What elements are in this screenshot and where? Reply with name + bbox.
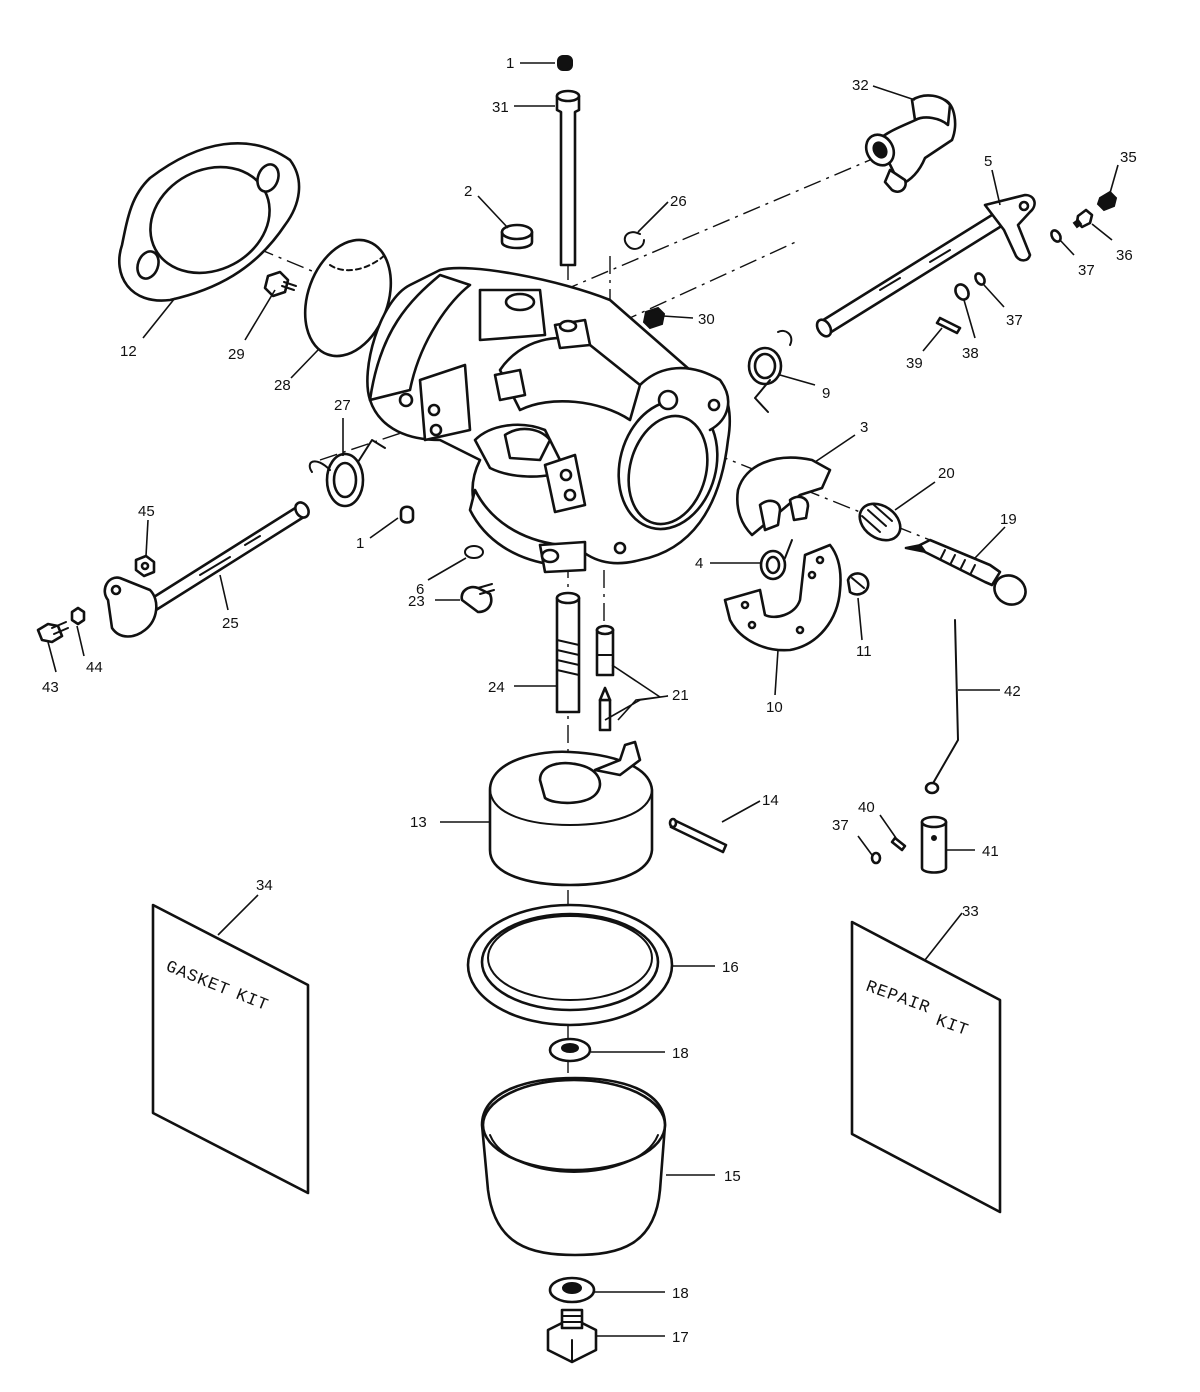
callout-33: 33 [962,903,979,920]
choke-link [924,619,959,795]
callout-43: 43 [42,679,59,696]
callout-41: 41 [982,843,999,860]
callout-42: 42 [1004,683,1021,700]
leader-lines [47,62,1119,1337]
callout-9: 9 [822,385,830,402]
spring-9 [747,329,793,413]
clip-6 [464,545,484,559]
callout-39: 39 [906,355,923,372]
callout-37-mid: 37 [1006,312,1023,329]
callout-37-lower: 37 [832,817,849,834]
washer-18-lower [548,1276,596,1304]
throttle-shaft [103,501,310,638]
callout-30: 30 [698,311,715,328]
washer-18-upper [548,1037,592,1063]
callout-16: 16 [722,959,739,976]
callout-38: 38 [962,345,979,362]
callout-45: 45 [138,503,155,520]
gasket-kit-card: GASKET KIT [151,903,310,1195]
screw-35 [1096,190,1118,212]
bushing-41 [920,815,948,874]
nut-45 [134,554,156,578]
screw-29 [263,270,297,298]
inlet-valve [595,624,615,732]
callout-19: 19 [1000,511,1017,528]
callout-18-upper: 18 [672,1045,689,1062]
callout-4: 4 [695,555,703,572]
callout-28: 28 [274,377,291,394]
screw-43 [36,621,69,644]
callout-labels: 1 1 2 3 4 5 6 9 10 11 12 13 14 15 16 17 … [42,55,1137,1346]
float [488,740,654,887]
bowl-nut [546,1308,598,1364]
screw-30 [642,306,666,330]
callout-11: 11 [856,643,872,660]
callout-32: 32 [852,77,869,94]
float-pin [668,817,728,854]
callout-10: 10 [766,699,783,716]
callout-36: 36 [1116,247,1133,264]
callout-13: 13 [410,814,427,831]
callout-15: 15 [724,1168,741,1185]
plug-top [557,55,573,71]
main-nozzle [555,591,581,714]
callout-1-lower: 1 [356,535,364,552]
spring-4 [759,539,793,581]
callout-23: 23 [408,593,425,610]
flange-gasket [117,142,301,302]
spring-27 [308,439,386,508]
washer-37b [974,272,986,286]
callout-27: 27 [334,397,351,414]
clip-26 [623,231,645,250]
welch-plug [500,223,534,250]
callout-1-top: 1 [506,55,514,72]
pin-39 [935,316,962,335]
washer-38 [954,283,970,301]
bowl-gasket [466,903,674,1027]
washer-37a [1050,229,1062,243]
callout-17: 17 [672,1329,689,1346]
callout-6: 6 [416,581,424,598]
callout-34: 34 [256,877,273,894]
callout-20: 20 [938,465,955,482]
callout-29: 29 [228,346,245,363]
float-bowl [480,1076,667,1257]
callout-24: 24 [488,679,505,696]
idle-needle [904,538,1027,606]
bracket-10 [723,543,842,652]
callout-21: 21 [672,687,689,704]
pin-40 [890,836,907,852]
choke-plate [736,456,832,537]
callout-26: 26 [670,193,687,210]
screw-23 [460,583,495,614]
washer-37c [870,851,882,865]
callout-40: 40 [858,799,875,816]
callout-2: 2 [464,183,472,200]
choke-shaft [815,193,1036,338]
callout-5: 5 [984,153,992,170]
repair-kit-card: REPAIR KIT [850,920,1002,1214]
carburetor-body [366,266,731,574]
callout-3: 3 [860,419,868,436]
screw-36 [1072,208,1094,229]
plug-lower [399,505,415,524]
screw-11 [846,572,870,596]
callout-18-lower: 18 [672,1285,689,1302]
callout-12: 12 [120,343,137,360]
tube-31 [555,89,581,267]
callout-14: 14 [762,792,779,809]
callout-35: 35 [1120,149,1137,166]
fuel-inlet-elbow [864,94,957,193]
washer-44 [70,606,86,626]
callout-31: 31 [492,99,509,116]
callout-44: 44 [86,659,103,676]
callout-25: 25 [222,615,239,632]
spring-20 [858,502,902,542]
callout-37-right: 37 [1078,262,1095,279]
